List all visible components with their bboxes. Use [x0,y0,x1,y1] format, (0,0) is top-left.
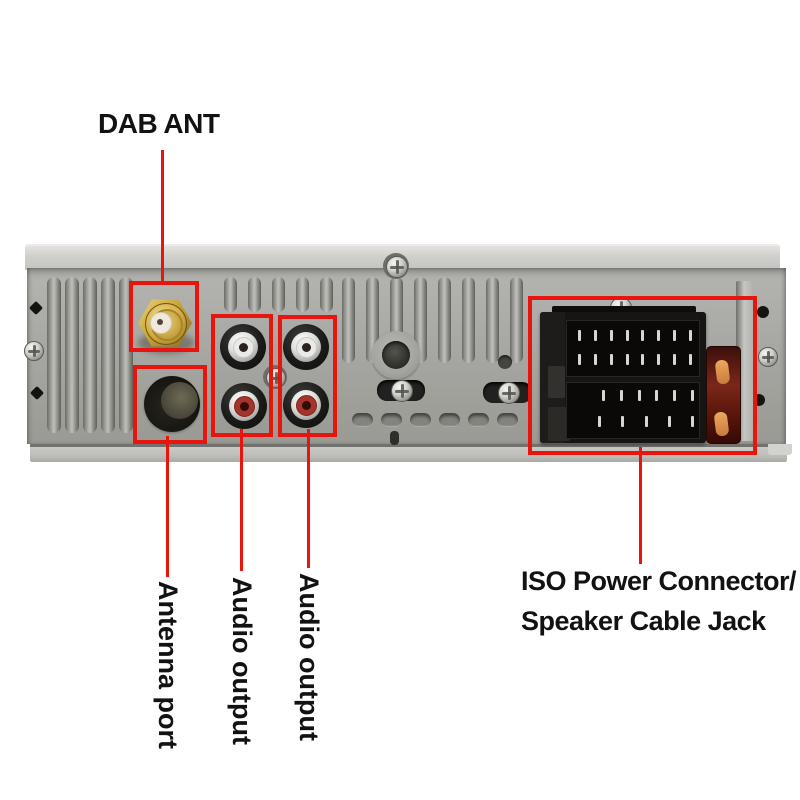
iso-pin [598,416,601,427]
iso-connector-notch [548,407,570,441]
iso-pin [609,354,613,365]
iso-pin [688,354,692,365]
vent-slot [352,413,373,427]
annotation-line-audio-output-2 [307,429,310,568]
iso-pin [655,390,659,401]
vent-slot [439,413,460,427]
annotation-box-audio-output-1 [211,314,273,437]
label-audio-output-2: Audio output [294,573,324,741]
iso-pin [637,390,641,401]
rca-jack-white-2-hole [301,342,311,352]
iso-connector-upper-chamber [566,320,700,377]
screw-middle-right [498,382,520,404]
vent-rib [486,277,499,363]
vent-rib [438,277,451,363]
annotation-box-audio-output-2 [278,315,337,437]
iso-pin [657,330,661,341]
label-iso-connector: ISO Power Connector/ Speaker Cable Jack [521,561,797,641]
iso-pin-row [578,354,692,365]
screw-right-edge [758,347,778,367]
iso-connector-lower-chamber [566,382,700,439]
iso-pin [609,330,613,341]
iso-pin [602,390,605,401]
iso-pin [691,416,694,427]
iso-pin [688,330,692,341]
annotation-line-antenna-port [166,436,169,577]
annotation-box-iso-connector [528,296,757,455]
rca-jack-white-1-hole [238,342,248,352]
vent-rib [320,277,333,312]
small-slot-hole [390,431,399,445]
vent-slot [497,413,518,427]
iso-pin-row [598,416,694,427]
iso-pin [625,354,629,365]
vent-slot [381,413,402,427]
label-antenna-port: Antenna port [153,581,183,749]
chassis-bottom-tab [768,444,792,455]
vent-rib [296,277,309,312]
label-audio-output-1: Audio output [227,577,257,745]
iso-pin-row [578,330,692,341]
iso-pin [641,330,645,341]
vent-rib [224,277,237,312]
iso-connector-lip [552,306,696,315]
small-vent-hole [498,355,512,369]
iso-pin [667,416,671,427]
vent-slot [468,413,489,427]
iso-pin [625,330,629,341]
iso-pin [593,354,597,365]
vent-rib [248,277,261,312]
iso-pin [644,416,648,427]
iso-pin [657,354,661,365]
label-iso-line2: Speaker Cable Jack [521,606,766,636]
vent-rib [47,277,61,433]
annotation-line-audio-output-1 [240,429,243,571]
label-iso-line1: ISO Power Connector/ [521,566,797,596]
screw-middle-left [391,380,413,402]
rca-jack-red-2-hole [301,400,311,410]
vent-rib [65,277,79,433]
round-vent-hole [382,341,410,369]
annotation-line-iso-connector [639,447,642,564]
vent-rib [83,277,97,433]
iso-pin [641,354,645,365]
screw-left-edge [24,341,44,361]
iso-pin [673,354,677,365]
chassis-bottom-edge [30,444,787,462]
label-dab-ant: DAB ANT [98,108,220,139]
vent-slot [410,413,431,427]
vent-rib [101,277,115,433]
panel-hole [757,306,769,318]
iso-pin [673,390,677,401]
annotation-box-dab-ant [129,281,199,352]
annotation-line-dab-ant [161,150,164,283]
screw-top-center [386,256,408,278]
iso-pin [578,354,581,365]
iso-pin-row [602,390,694,401]
rca-jack-red-1-hole [239,401,249,411]
dab-sma-connector-pinhole [157,319,163,325]
iso-pin [673,330,677,341]
vent-rib [510,277,523,363]
iso-connector-notch [548,366,565,398]
iso-pin [619,390,623,401]
iso-pin [593,330,597,341]
annotation-box-antenna-port [133,365,207,444]
iso-pin [690,390,694,401]
vent-rib [414,277,427,363]
antenna-port-socket [161,382,198,419]
vent-rib [342,277,355,363]
iso-pin [621,416,625,427]
vent-rib [462,277,475,363]
iso-pin [578,330,581,341]
vent-rib [272,277,285,312]
